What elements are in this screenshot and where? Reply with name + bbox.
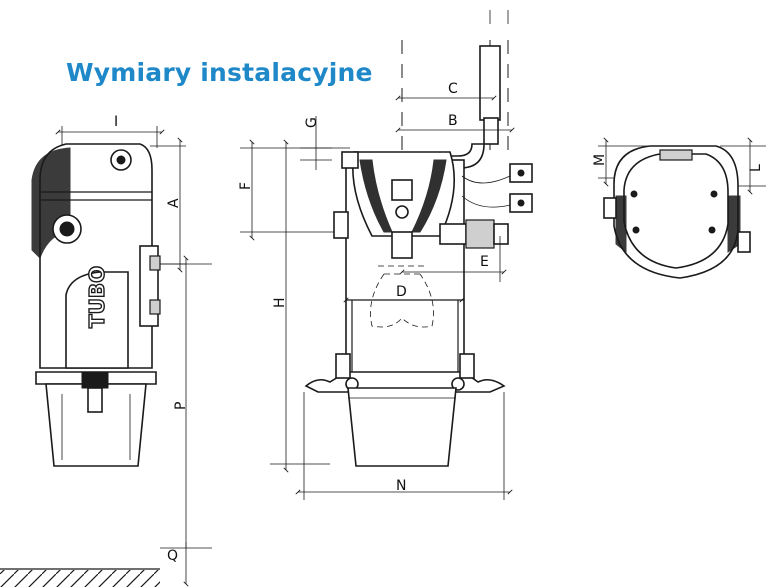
floor-hatch — [0, 570, 160, 587]
front-view: C B G F H — [238, 10, 533, 500]
dim-label-n: N — [396, 478, 406, 494]
dim-label-h: H — [272, 297, 288, 308]
dim-label-i: I — [114, 114, 118, 130]
side-view: I A P Q TUBO — [0, 114, 212, 587]
dim-label-b: B — [448, 113, 458, 129]
dim-label-a: A — [166, 198, 182, 208]
dim-label-f: F — [238, 182, 254, 190]
dim-label-p: P — [173, 402, 189, 410]
dim-label-g: G — [304, 117, 320, 128]
page-title: Wymiary instalacyjne — [66, 58, 373, 87]
dim-label-q: Q — [167, 548, 178, 564]
dim-label-c: C — [448, 81, 458, 97]
dim-label-e: E — [480, 254, 489, 270]
dim-label-l: L — [748, 164, 764, 172]
dim-label-d: D — [396, 284, 407, 300]
top-view: M L — [592, 137, 766, 279]
brand-logo: TUBO — [85, 266, 109, 328]
dim-label-m: M — [592, 154, 608, 166]
